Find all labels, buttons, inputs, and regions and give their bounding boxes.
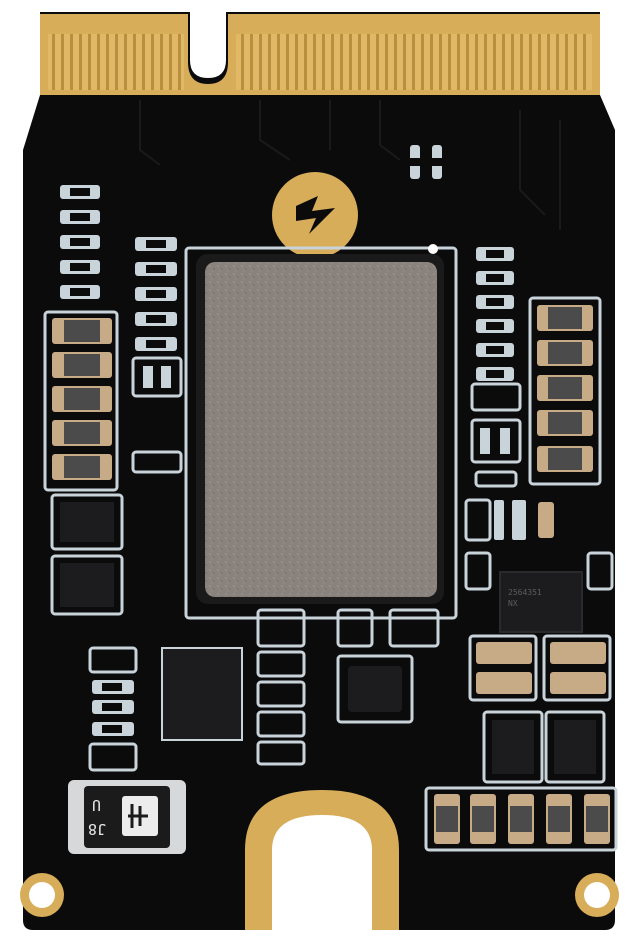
- gold-connector: [40, 14, 600, 95]
- capacitor-stack-right: [528, 296, 602, 486]
- fuse-component: [68, 780, 186, 854]
- dram-chip: [161, 647, 243, 741]
- svg-text:NX: NX: [508, 599, 518, 608]
- silkscreen-label-u: U: [92, 796, 102, 814]
- capacitor-pair-top: [410, 145, 442, 179]
- capacitor-stack-left: [43, 310, 119, 492]
- svg-text:2564351: 2564351: [508, 588, 542, 597]
- capacitor-grid-bottom-right: [468, 634, 612, 784]
- inductor-pair-left: [50, 493, 124, 616]
- lightning-bolt-icon: [272, 172, 358, 258]
- component-grid-bottom-left: [88, 646, 138, 772]
- capacitor-row-bottom: [424, 786, 618, 852]
- power-ic-right: 2564351 NX: [499, 571, 583, 633]
- resistor-column-right: [470, 247, 522, 488]
- component-grid-bottom-center: [256, 608, 440, 766]
- small-parts-right-middle: [464, 498, 614, 591]
- resistor-column-center-left: [131, 237, 183, 474]
- mounting-slot: [245, 790, 399, 930]
- controller-chip: [184, 244, 458, 620]
- silkscreen-label-j8: J8: [88, 820, 107, 838]
